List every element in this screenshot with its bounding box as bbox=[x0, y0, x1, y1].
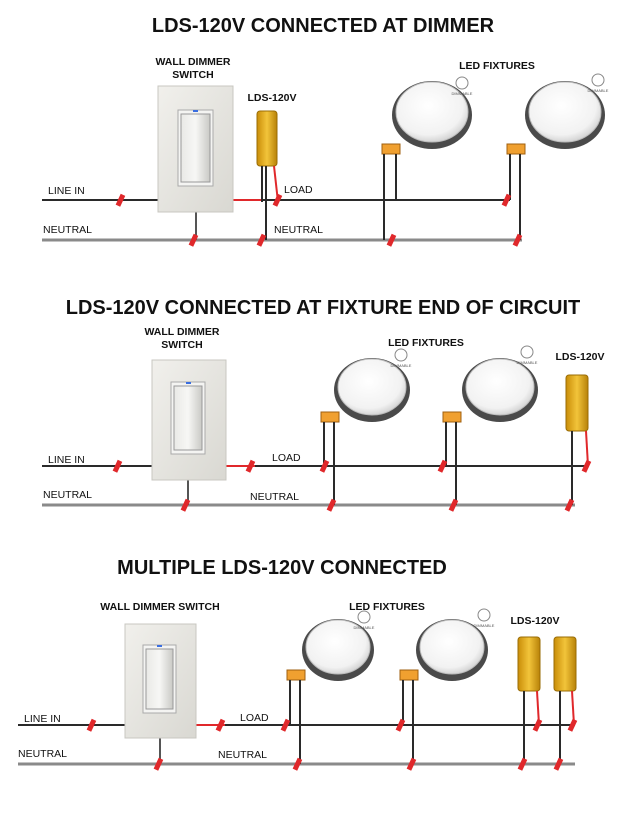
dimmable-badge: DIMMABLE bbox=[474, 623, 495, 628]
lds-120v-module bbox=[517, 636, 541, 764]
line-in-label: LINE IN bbox=[48, 185, 85, 197]
load-label: LOAD bbox=[284, 184, 313, 196]
switch-label-line1: WALL DIMMER bbox=[155, 56, 230, 68]
module-label: LDS-120V bbox=[247, 92, 296, 104]
diagram-title: LDS-120V CONNECTED AT DIMMER bbox=[152, 15, 495, 37]
neutral-label-right: NEUTRAL bbox=[274, 224, 323, 236]
dimmable-badge: DIMMABLE bbox=[354, 625, 375, 630]
dimmable-badge: DIMMABLE bbox=[517, 360, 538, 365]
dimmable-badge: DIMMABLE bbox=[452, 91, 473, 96]
lds-120v-module bbox=[565, 374, 589, 505]
led-fixture-1: DIMMABLE bbox=[286, 610, 375, 764]
load-label: LOAD bbox=[240, 712, 269, 724]
diagram-title: LDS-120V CONNECTED AT FIXTURE END OF CIR… bbox=[66, 297, 580, 319]
wall-dimmer-switch bbox=[124, 623, 197, 739]
lds-120v-module bbox=[256, 110, 279, 240]
line-in-label: LINE IN bbox=[24, 713, 61, 725]
neutral-label-right: NEUTRAL bbox=[250, 491, 299, 503]
neutral-label-left: NEUTRAL bbox=[43, 489, 92, 501]
diagram-3: MULTIPLE LDS-120V CONNECTED WALL DIMMER … bbox=[18, 557, 578, 771]
neutral-label-right: NEUTRAL bbox=[218, 749, 267, 761]
switch-label-line2: SWITCH bbox=[172, 69, 213, 81]
wall-dimmer-switch bbox=[157, 85, 234, 213]
switch-label-line1: WALL DIMMER bbox=[144, 326, 219, 338]
led-fixture-2: DIMMABLE bbox=[399, 608, 495, 764]
dimmable-badge: DIMMABLE bbox=[391, 363, 412, 368]
load-label: LOAD bbox=[272, 452, 301, 464]
module-label: LDS-120V bbox=[510, 615, 559, 627]
lds-120v-module bbox=[553, 636, 577, 764]
led-fixture-1: DIMMABLE bbox=[381, 76, 473, 240]
wire-connectors bbox=[112, 459, 592, 512]
diagram-2: LDS-120V CONNECTED AT FIXTURE END OF CIR… bbox=[42, 297, 605, 512]
neutral-label-left: NEUTRAL bbox=[18, 748, 67, 760]
wire-connectors bbox=[86, 718, 578, 771]
diagram-title: MULTIPLE LDS-120V CONNECTED bbox=[117, 557, 447, 579]
line-in-label: LINE IN bbox=[48, 454, 85, 466]
wire-connectors bbox=[115, 193, 523, 247]
fixtures-label: LED FIXTURES bbox=[349, 601, 425, 613]
switch-label-line2: SWITCH bbox=[161, 339, 202, 351]
led-fixture-1: DIMMABLE bbox=[320, 348, 412, 505]
dimmable-badge: DIMMABLE bbox=[588, 88, 609, 93]
switch-label-line1: WALL DIMMER SWITCH bbox=[100, 601, 219, 613]
fixtures-label: LED FIXTURES bbox=[388, 337, 464, 349]
led-fixture-2: DIMMABLE bbox=[442, 345, 538, 505]
fixtures-label: LED FIXTURES bbox=[459, 60, 535, 72]
diagram-1: LDS-120V CONNECTED AT DIMMER WALL DIMMER… bbox=[42, 15, 609, 247]
neutral-label-left: NEUTRAL bbox=[43, 224, 92, 236]
module-label: LDS-120V bbox=[555, 351, 604, 363]
wall-dimmer-switch bbox=[151, 359, 227, 481]
led-fixture-2: DIMMABLE bbox=[506, 73, 609, 240]
